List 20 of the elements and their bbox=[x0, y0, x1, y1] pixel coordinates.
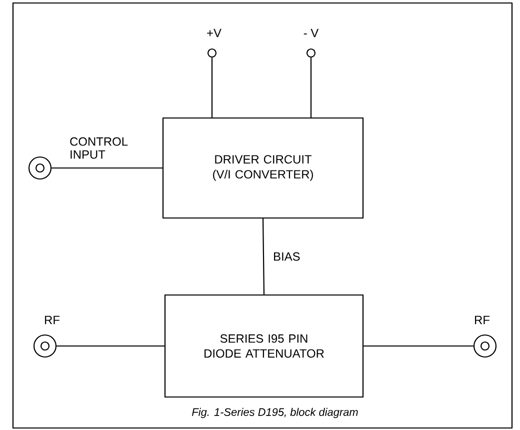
coax-connector bbox=[28, 156, 52, 180]
terminal-label: +V bbox=[207, 28, 222, 38]
connector-line bbox=[56, 345, 164, 347]
terminal-label: - V bbox=[304, 28, 319, 38]
figure-caption: Fig. 1-Series D195, block diagram bbox=[192, 408, 358, 418]
terminal-label: RF bbox=[475, 316, 490, 324]
coax-connector bbox=[33, 334, 57, 358]
terminal-label: RF bbox=[45, 316, 60, 324]
connector-line bbox=[211, 58, 213, 118]
connector-line bbox=[262, 218, 265, 294]
block-box: DRIVER CIRCUIT (V/I CONVERTER) bbox=[162, 117, 364, 219]
coax-connector bbox=[473, 334, 497, 358]
block-box: SERIES I95 PIN DIODE ATTENUATOR bbox=[164, 294, 364, 398]
connector-line bbox=[364, 345, 474, 347]
terminal-label: CONTROL INPUT bbox=[70, 137, 128, 159]
edge-label: BIAS bbox=[274, 252, 300, 261]
connector-line bbox=[52, 167, 162, 169]
connector-line bbox=[310, 58, 312, 118]
terminal-circle bbox=[306, 48, 316, 58]
terminal-circle bbox=[207, 48, 217, 58]
